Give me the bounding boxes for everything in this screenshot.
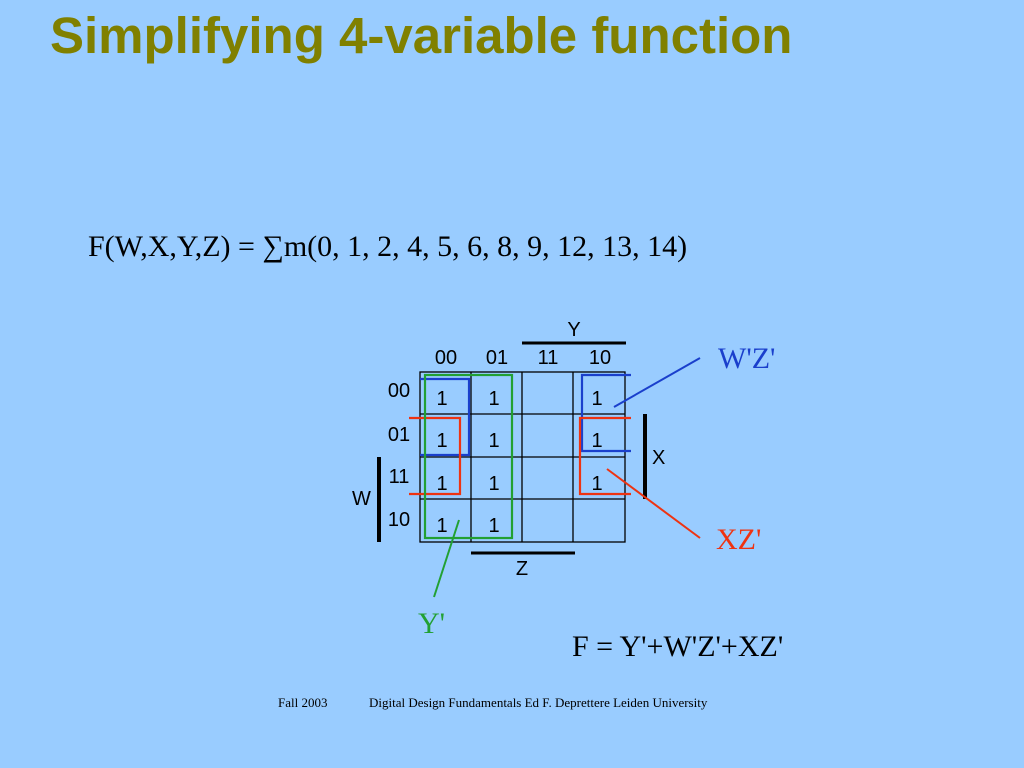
column-code: 11 xyxy=(538,347,559,369)
kmap-cell: 1 xyxy=(436,473,447,495)
row-code: 10 xyxy=(388,509,410,531)
row-code: 01 xyxy=(388,424,410,446)
kmap-grid xyxy=(419,371,626,543)
kmap-cell: 1 xyxy=(436,515,447,537)
row-code: 00 xyxy=(388,380,410,402)
kmap-cell: 1 xyxy=(591,388,602,410)
group-wz-pointer xyxy=(613,357,701,408)
group-xz-label: XZ' xyxy=(716,523,761,556)
group-xz-pointer xyxy=(606,468,701,539)
w-variable-label: W xyxy=(352,488,371,510)
slide-title: Simplifying 4-variable function xyxy=(50,7,793,64)
z-variable-label: Z xyxy=(516,558,528,580)
group-y-pointer xyxy=(433,519,460,598)
group-xz-loop xyxy=(409,416,631,496)
kmap-cell: 1 xyxy=(591,430,602,452)
kmap-cell: 1 xyxy=(488,515,499,537)
group-y-label: Y' xyxy=(418,607,445,640)
kmap-cell: 1 xyxy=(488,473,499,495)
y-variable-label: Y xyxy=(567,319,580,341)
simplified-result: F = Y'+W'Z'+XZ' xyxy=(572,630,784,663)
x-variable-label: X xyxy=(652,447,665,469)
group-y-loop xyxy=(423,373,514,540)
kmap-cell: 1 xyxy=(436,388,447,410)
kmap-cell: 1 xyxy=(436,430,447,452)
kmap-cell: 1 xyxy=(591,473,602,495)
column-code: 10 xyxy=(589,347,611,369)
column-code: 00 xyxy=(435,347,457,369)
kmap-cell: 1 xyxy=(488,430,499,452)
footer-date: Fall 2003 xyxy=(278,695,328,710)
footer-course: Digital Design Fundamentals Ed F. Depret… xyxy=(369,695,708,710)
kmap-cell: 1 xyxy=(488,388,499,410)
group-wz-loop xyxy=(420,373,631,457)
function-definition: F(W,X,Y,Z) = ∑m(0, 1, 2, 4, 5, 6, 8, 9, … xyxy=(88,230,688,263)
row-code: 11 xyxy=(389,466,410,488)
group-wz-label: W'Z' xyxy=(718,342,775,375)
column-code: 01 xyxy=(486,347,508,369)
